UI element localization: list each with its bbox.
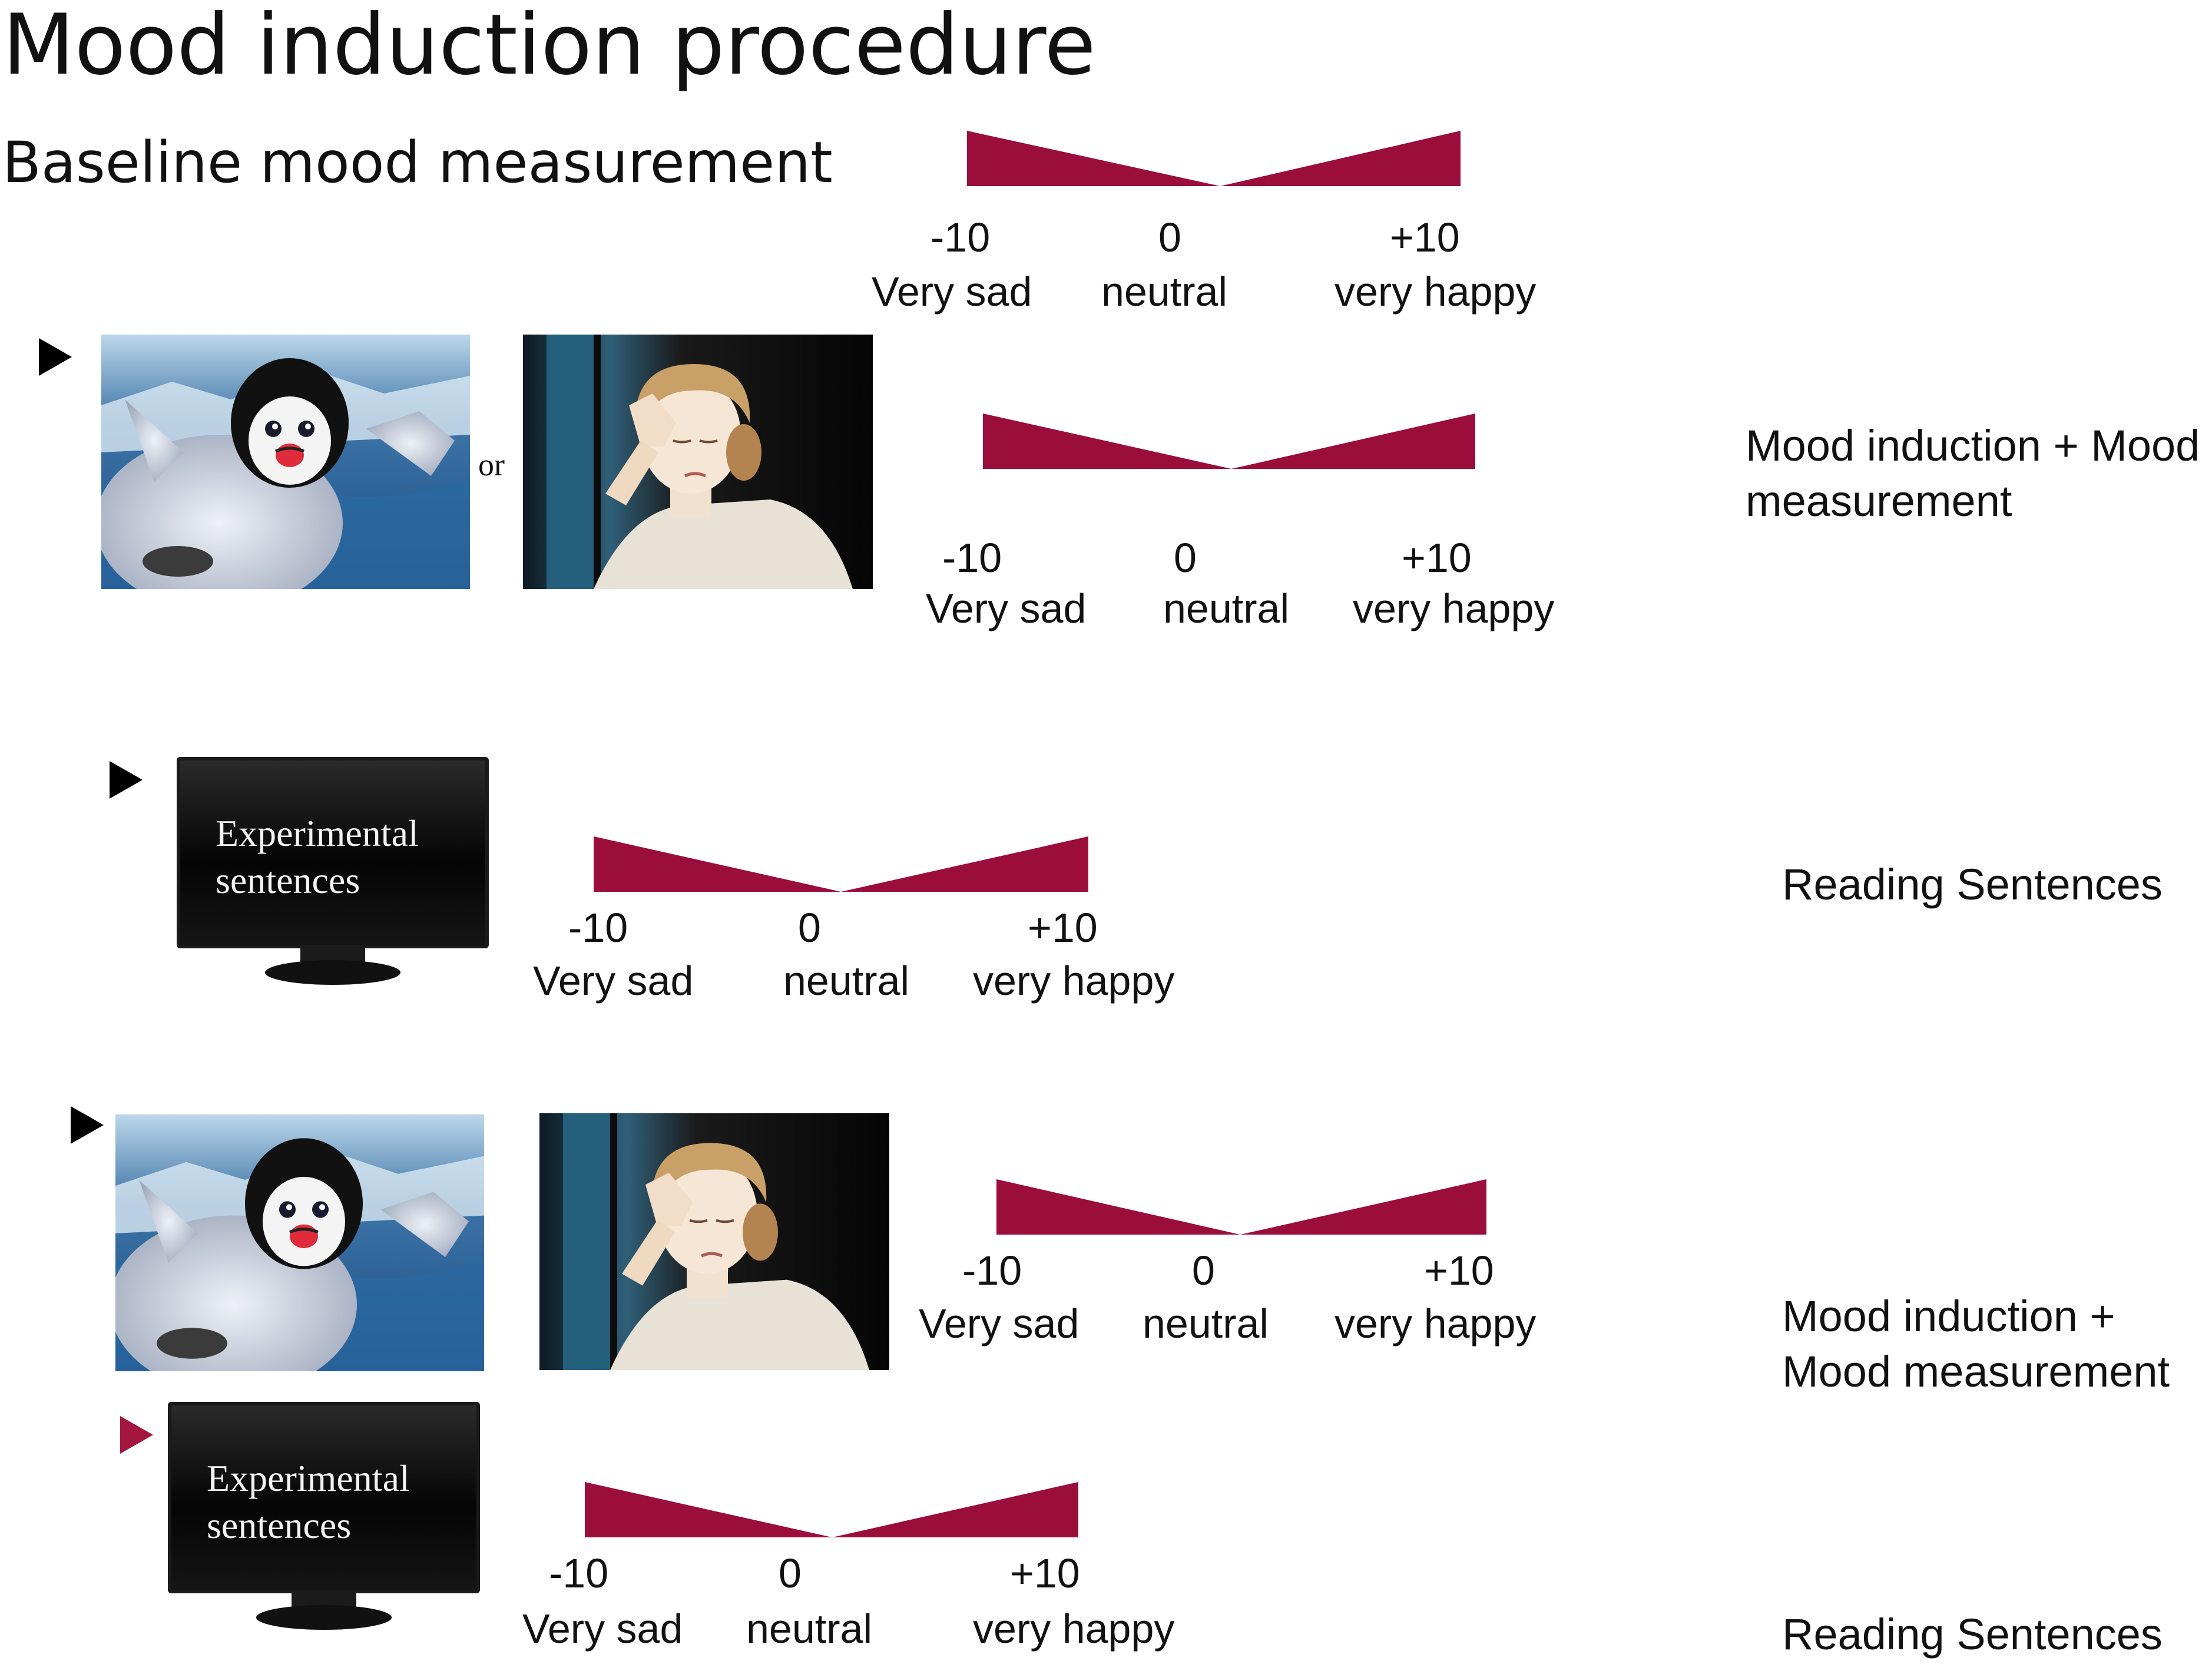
scale-mid-text: neutral	[746, 1606, 873, 1652]
mood-scale-5: -10 0 +10 Very sad neutral very happy	[521, 1481, 1187, 1658]
scale-max-value: +10	[1390, 214, 1460, 260]
scale-min-text: Very sad	[919, 1301, 1079, 1347]
screen-text-line2: sentences	[207, 1504, 352, 1546]
scale-min-text: Very sad	[522, 1606, 683, 1652]
scale-max-text: very happy	[1335, 269, 1537, 315]
play-arrow-icon	[110, 761, 143, 799]
scale-mid-value: 0	[798, 905, 821, 951]
scale-min-text: Very sad	[926, 585, 1087, 631]
step-label-mood-induction-2: Mood induction + Mood measurement	[1782, 1292, 2170, 1396]
scale-wedge	[983, 413, 1475, 469]
penguin-photo	[115, 1114, 484, 1371]
scale-max-text: very happy	[1335, 1301, 1537, 1347]
mood-scale-4: -10 0 +10 Very sad neutral very happy	[918, 1178, 1577, 1355]
scale-mid-text: neutral	[1143, 1301, 1269, 1347]
scale-wedge	[585, 1482, 1078, 1537]
penguin-photo	[101, 335, 470, 589]
scale-max-value: +10	[1010, 1550, 1080, 1596]
scale-wedge	[594, 836, 1088, 892]
page-title: Mood induction procedure	[2, 0, 1096, 94]
baseline-mood-scale: -10 0 +10 Very sad neutral very happy	[872, 130, 1537, 318]
scale-min-text: Very sad	[533, 958, 694, 1004]
scale-mid-value: 0	[779, 1550, 802, 1596]
mood-scale-graphic	[983, 413, 1475, 469]
mood-scale-graphic	[585, 1482, 1078, 1537]
mood-scale-graphic	[996, 1179, 1486, 1235]
scale-max-text: very happy	[1353, 585, 1555, 631]
screen-text-line2: sentences	[216, 859, 360, 901]
mood-scale-graphic	[967, 131, 1461, 186]
scale-max-text: very happy	[973, 1606, 1175, 1652]
scale-mid-value: 0	[1174, 535, 1197, 581]
play-arrow-icon	[71, 1106, 104, 1144]
monitor-icon: Experimental sentences	[177, 757, 489, 990]
scale-min-value: -10	[568, 905, 628, 951]
sad-woman-photo	[539, 1113, 889, 1370]
scale-min-value: -10	[962, 1248, 1022, 1294]
mood-scale-graphic	[594, 836, 1088, 892]
scale-min-value: -10	[549, 1550, 609, 1596]
mood-scale-2: -10 0 +10 Very sad neutral very happy	[922, 412, 1569, 630]
or-connector: or	[478, 447, 505, 482]
scale-mid-value: 0	[1158, 214, 1181, 260]
mood-scale-3: -10 0 +10 Very sad neutral very happy	[530, 835, 1190, 1012]
monitor-icon: Experimental sentences	[168, 1402, 480, 1635]
scale-max-value: +10	[1028, 905, 1098, 951]
scale-mid-text: neutral	[1163, 585, 1290, 631]
screen-text-line1: Experimental	[207, 1457, 410, 1499]
play-arrow-icon	[39, 338, 72, 376]
step-label-reading-2: Reading Sentences	[1782, 1610, 2163, 1659]
scale-mid-value: 0	[1192, 1248, 1215, 1294]
scale-max-value: +10	[1402, 535, 1472, 581]
step-label-reading-1: Reading Sentences	[1782, 860, 2163, 909]
sad-woman-photo	[523, 335, 873, 589]
scale-min-text: Very sad	[872, 269, 1032, 315]
scale-mid-text: neutral	[783, 958, 910, 1004]
scale-wedge	[967, 131, 1461, 186]
scale-min-value: -10	[942, 535, 1002, 581]
scale-max-text: very happy	[973, 958, 1175, 1004]
baseline-heading: Baseline mood measurement	[2, 130, 833, 196]
scale-mid-text: neutral	[1101, 269, 1228, 315]
screen-text-line1: Experimental	[216, 812, 419, 854]
step-label-mood-induction: Mood induction + Mood measurement	[1746, 421, 2200, 525]
play-arrow-icon	[120, 1416, 153, 1454]
scale-max-value: +10	[1424, 1248, 1494, 1294]
scale-min-value: -10	[931, 214, 991, 260]
scale-wedge	[996, 1179, 1486, 1235]
